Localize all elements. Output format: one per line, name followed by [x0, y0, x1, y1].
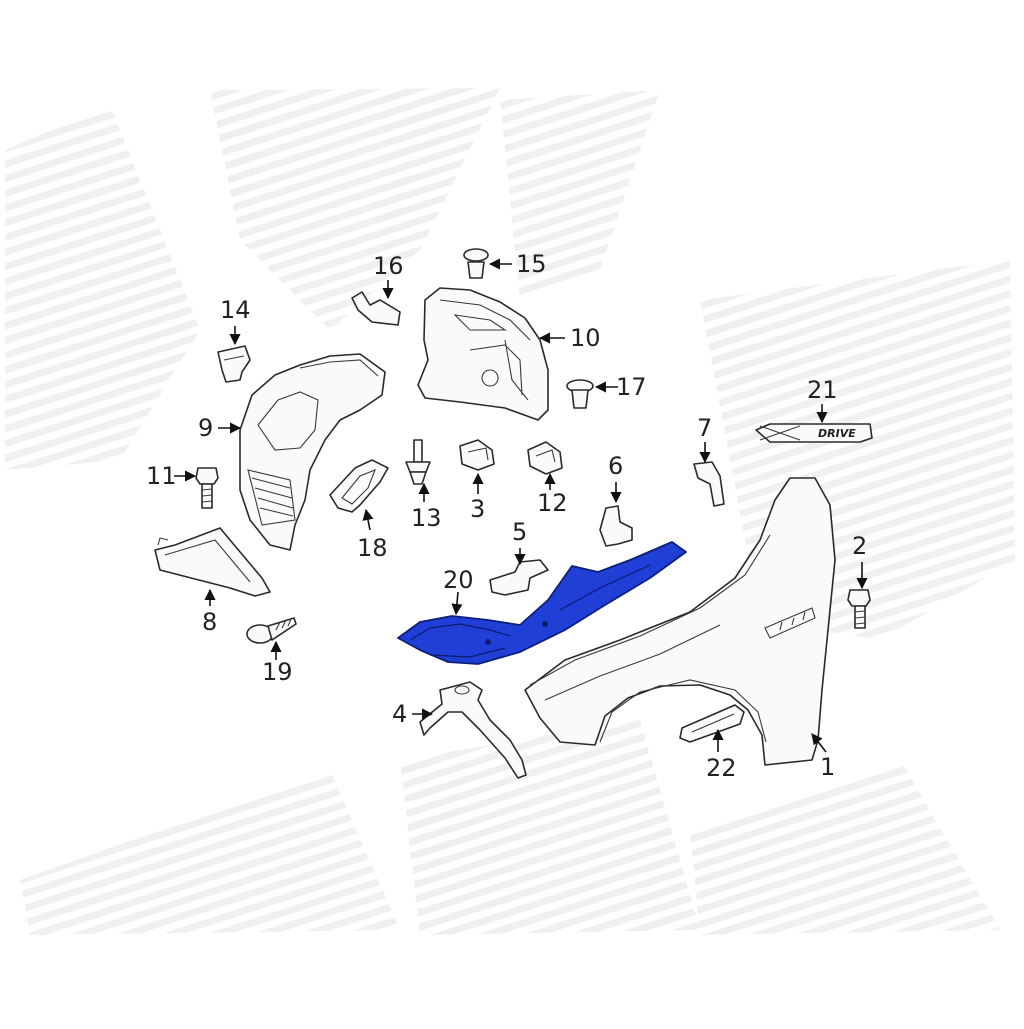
part-17-plug[interactable]: [566, 379, 594, 409]
part-16-small-bracket[interactable]: [351, 291, 401, 326]
part-12-clip-nut[interactable]: [527, 441, 563, 475]
part-6-bracket[interactable]: [599, 505, 633, 547]
callout-17[interactable]: 17: [616, 373, 647, 401]
part-13-stud-clip[interactable]: [405, 439, 431, 485]
callout-19[interactable]: 19: [262, 658, 293, 686]
part-9-wheel-arch-liner[interactable]: [239, 353, 386, 551]
part-3-clip-nut[interactable]: [459, 439, 495, 471]
callout-11[interactable]: 11: [146, 462, 177, 490]
callout-16[interactable]: 16: [373, 252, 404, 280]
callout-7[interactable]: 7: [697, 414, 712, 442]
part-15-push-pin[interactable]: [463, 248, 489, 279]
part-7-bracket[interactable]: [693, 461, 725, 507]
part-5-bracket[interactable]: [489, 559, 549, 596]
leader-lines: [174, 258, 868, 753]
callout-12[interactable]: 12: [537, 489, 568, 517]
part-10-inner-panel[interactable]: [417, 287, 549, 421]
part-11-bolt[interactable]: [195, 467, 219, 509]
callout-4[interactable]: 4: [392, 700, 407, 728]
part-4-support-bracket[interactable]: [419, 681, 527, 779]
part-21-badge[interactable]: DRIVE: [755, 423, 873, 443]
watermark: [5, 88, 1015, 935]
callout-3[interactable]: 3: [470, 495, 485, 523]
callout-14[interactable]: 14: [220, 296, 251, 324]
callout-21[interactable]: 21: [807, 376, 838, 404]
callout-15[interactable]: 15: [516, 250, 547, 278]
callout-labels: 1 2 3 4 5 6 7 8 9 10 11 12 13 14 15 16 1…: [146, 250, 867, 782]
callout-2[interactable]: 2: [852, 532, 867, 560]
part-22-side-marker[interactable]: [679, 704, 745, 743]
callout-13[interactable]: 13: [411, 504, 442, 532]
callout-9[interactable]: 9: [198, 414, 213, 442]
part-20-highlighted-panel[interactable]: [397, 541, 687, 665]
part-2-bolt[interactable]: [847, 589, 871, 629]
callout-6[interactable]: 6: [608, 452, 623, 480]
callout-10[interactable]: 10: [570, 324, 601, 352]
callout-22[interactable]: 22: [706, 754, 737, 782]
badge-text: DRIVE: [818, 427, 856, 440]
part-18-insert[interactable]: [329, 459, 389, 513]
part-8-bracket[interactable]: [154, 527, 271, 597]
callout-20[interactable]: 20: [443, 566, 474, 594]
callout-8[interactable]: 8: [202, 608, 217, 636]
part-14-clip[interactable]: [217, 345, 251, 383]
part-19-screw[interactable]: [246, 617, 297, 644]
callout-18[interactable]: 18: [357, 534, 388, 562]
callout-1[interactable]: 1: [820, 753, 835, 781]
callout-5[interactable]: 5: [512, 518, 527, 546]
